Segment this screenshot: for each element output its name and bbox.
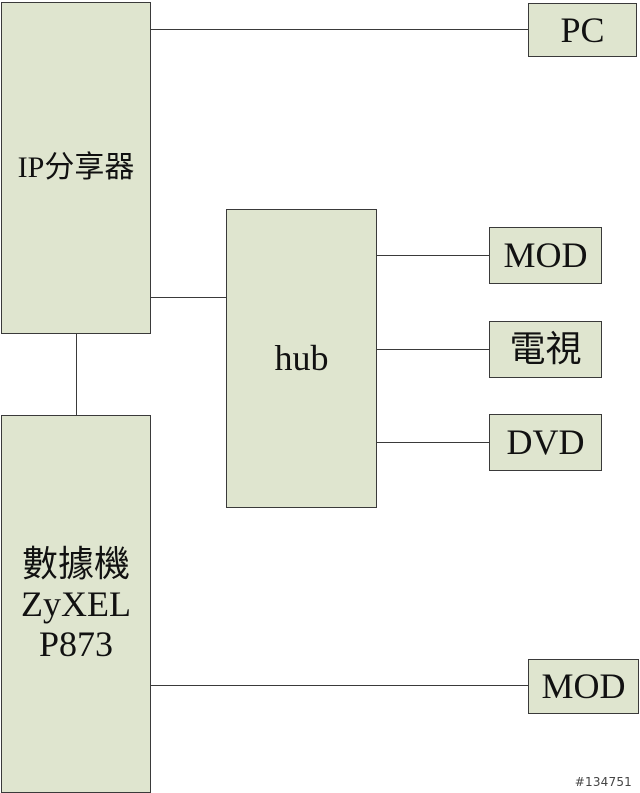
connector-router-pc	[150, 29, 528, 30]
connector-router-hub	[150, 297, 226, 298]
hub-box: hub	[226, 209, 377, 508]
ip-router-label: IP分享器	[17, 151, 135, 185]
dvd-box: DVD	[489, 414, 602, 471]
mod-bottom-label: MOD	[541, 666, 626, 707]
connector-modem-mod	[150, 685, 528, 686]
tv-label: 電視	[509, 329, 582, 370]
connector-router-modem	[76, 333, 77, 415]
watermark-id: #134751	[574, 775, 632, 789]
modem-box: 數據機 ZyXEL P873	[1, 415, 151, 793]
modem-label-line-2: ZyXEL	[21, 583, 131, 624]
ip-router-box: IP分享器	[1, 2, 151, 334]
connector-hub-tv	[376, 349, 489, 350]
mod-top-box: MOD	[489, 227, 602, 284]
connector-hub-mod	[376, 255, 489, 256]
mod-bottom-box: MOD	[528, 659, 639, 714]
pc-label: PC	[560, 9, 605, 50]
connector-hub-dvd	[376, 442, 489, 443]
pc-box: PC	[528, 3, 637, 57]
mod-top-label: MOD	[503, 235, 588, 276]
tv-box: 電視	[489, 321, 602, 378]
modem-label-line-3: P873	[38, 624, 114, 665]
dvd-label: DVD	[506, 422, 585, 463]
modem-label-line-1: 數據機	[21, 543, 130, 584]
hub-label: hub	[274, 338, 329, 379]
